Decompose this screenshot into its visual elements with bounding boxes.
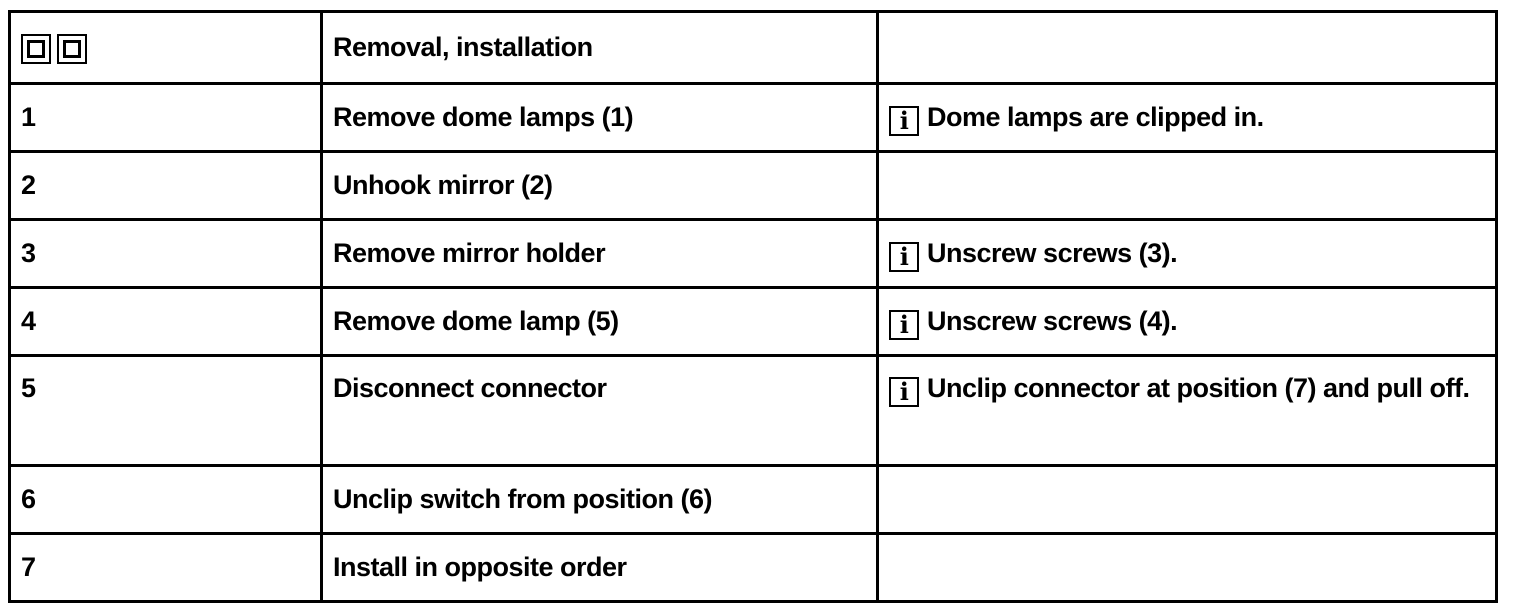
step-number: 7 [8, 532, 323, 603]
step-note [876, 150, 1498, 221]
header-title: Removal, installation [320, 10, 879, 85]
table-row: 5 Disconnect connector i Unclip connector… [8, 354, 1498, 467]
table-row: 1 Remove dome lamps (1) i Dome lamps are … [8, 82, 1498, 153]
table-row: 7 Install in opposite order [8, 532, 1498, 603]
step-note-text: Unscrew screws (3). [927, 237, 1178, 268]
step-note-text: Unclip connector at position (7) and pul… [927, 373, 1470, 403]
info-icon: i [889, 309, 919, 340]
install-icon [57, 33, 87, 64]
step-note [876, 464, 1498, 535]
table-header-row: Removal, installation [8, 10, 1498, 85]
step-number: 5 [8, 354, 323, 467]
step-action: Disconnect connector [320, 354, 879, 467]
step-note-text: Dome lamps are clipped in. [927, 101, 1264, 132]
step-action: Remove mirror holder [320, 218, 879, 289]
info-icon: i [889, 377, 919, 407]
table-row: 4 Remove dome lamp (5) i Unscrew screws (… [8, 286, 1498, 357]
step-note [876, 532, 1498, 603]
step-action: Install in opposite order [320, 532, 879, 603]
step-note: i Unscrew screws (4). [876, 286, 1498, 357]
header-icons-cell [8, 10, 323, 85]
info-icon: i [889, 241, 919, 272]
step-number: 3 [8, 218, 323, 289]
procedure-table: Removal, installation 1 Remove dome lamp… [8, 10, 1498, 603]
table-row: 3 Remove mirror holder i Unscrew screws (… [8, 218, 1498, 289]
step-number: 6 [8, 464, 323, 535]
step-number: 1 [8, 82, 323, 153]
step-action: Unhook mirror (2) [320, 150, 879, 221]
step-action: Remove dome lamp (5) [320, 286, 879, 357]
step-note-text: Unscrew screws (4). [927, 305, 1178, 336]
step-number: 2 [8, 150, 323, 221]
step-action: Unclip switch from position (6) [320, 464, 879, 535]
table-row: 2 Unhook mirror (2) [8, 150, 1498, 221]
step-note: i Unclip connector at position (7) and pu… [876, 354, 1498, 467]
info-icon: i [889, 105, 919, 136]
step-number: 4 [8, 286, 323, 357]
step-note: i Unscrew screws (3). [876, 218, 1498, 289]
table-row: 6 Unclip switch from position (6) [8, 464, 1498, 535]
step-note: i Dome lamps are clipped in. [876, 82, 1498, 153]
remove-icon [21, 33, 51, 64]
step-action: Remove dome lamps (1) [320, 82, 879, 153]
header-note [876, 10, 1498, 85]
